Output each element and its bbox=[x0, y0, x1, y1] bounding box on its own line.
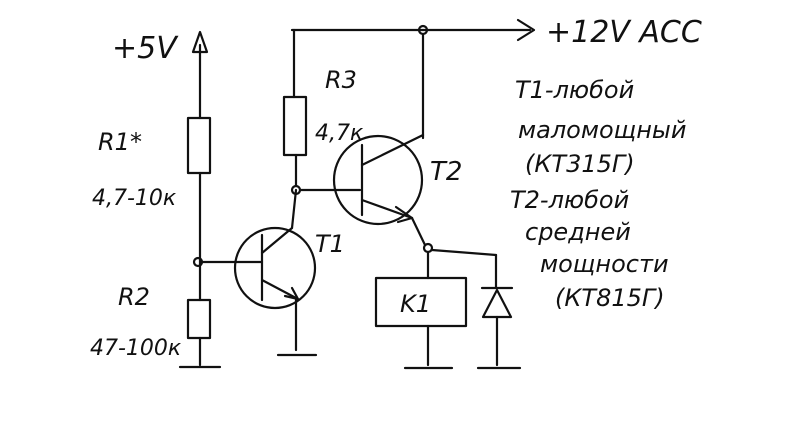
label-r3: R3 bbox=[325, 66, 357, 94]
transistor-t1 bbox=[233, 226, 317, 310]
label-r1-value: 4,7-10к bbox=[92, 186, 177, 211]
wire-diode-top bbox=[430, 248, 498, 257]
supply-5v-rail bbox=[191, 30, 209, 120]
label-k1: K1 bbox=[400, 290, 431, 318]
note-line: (КТ815Г) bbox=[555, 284, 665, 312]
resistor-r2 bbox=[186, 298, 212, 340]
supply-12v-rail bbox=[290, 18, 536, 42]
note-line: T1-любой bbox=[515, 76, 634, 104]
label-r1: R1* bbox=[98, 128, 142, 156]
ground-r2 bbox=[178, 336, 222, 369]
diode bbox=[480, 286, 514, 319]
wire-t2-emitter bbox=[410, 216, 427, 247]
note-line: средней bbox=[525, 218, 631, 246]
label-5v: +5V bbox=[112, 31, 179, 66]
component-notes: T1-любой маломощный (КТ315Г) T2-любой ср… bbox=[510, 76, 686, 312]
transistor-t2 bbox=[332, 133, 425, 226]
label-12v: +12V ACC bbox=[546, 15, 702, 50]
note-line: T2-любой bbox=[510, 186, 629, 214]
resistor-r3 bbox=[282, 95, 308, 157]
relay-k1 bbox=[374, 276, 468, 328]
label-r3-value: 4,7к bbox=[315, 121, 364, 146]
label-r2-value: 47-100к bbox=[90, 336, 182, 361]
note-line: мощности bbox=[540, 250, 669, 278]
resistor-r1 bbox=[186, 116, 212, 175]
note-line: (КТ315Г) bbox=[525, 150, 635, 178]
label-t2: T2 bbox=[430, 157, 462, 187]
node-output bbox=[422, 242, 434, 254]
note-line: маломощный bbox=[518, 116, 686, 144]
label-r2: R2 bbox=[118, 283, 150, 311]
wire-t1-collector bbox=[290, 188, 298, 230]
label-t1: T1 bbox=[315, 230, 345, 258]
